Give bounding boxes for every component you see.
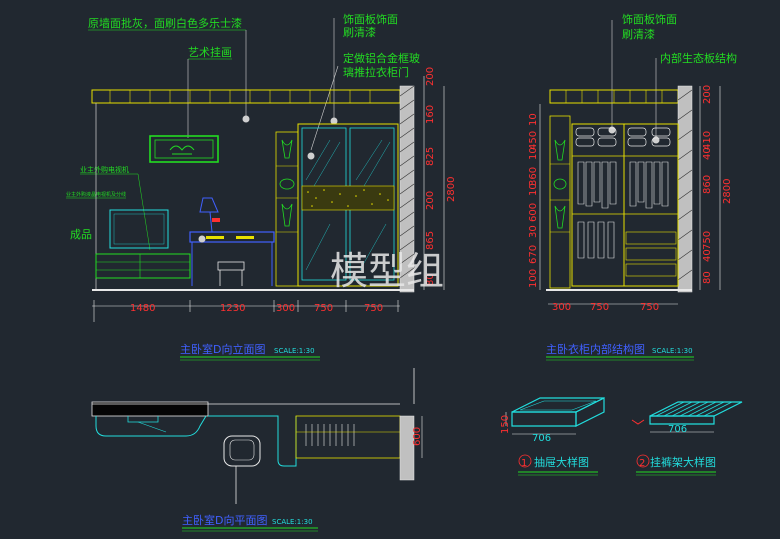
drawer-dim-h: 150 [500,415,511,434]
ward-dim-b0: 300 [552,302,571,313]
ward-dim-r1: 410 [702,131,713,150]
ward-note-paint: 刷清漆 [622,28,655,41]
trouser-rack-detail: 706 2 挂裤架大样图 [631,401,743,476]
scale-plan-d: SCALE:1:30 [272,518,313,526]
plan-chair [223,435,261,467]
ward-dim-l8: 100 [528,269,539,288]
ward-dim-r4: 2800 [722,179,733,204]
watermark-text: 模型组 [330,249,444,293]
wardrobe-body [571,123,679,287]
elevation-d: 原墙面批灰，面刷白色多乐士漆 艺术挂画 饰面板饰面 刷清漆 定做铝合金框玻 璃推… [66,12,457,361]
dim-b0: 1480 [130,303,155,314]
drawer-num: 1 [521,458,527,469]
dim-r2: 2800 [446,177,457,202]
note-clear-paint: 刷清漆 [343,26,376,39]
dim-r7: 80 [425,273,436,286]
title-rack: 挂裤架大样图 [650,455,716,469]
ward-dim-l4: 10 [528,183,539,196]
note-decor: 成品 [70,228,92,241]
plan-wall [91,401,209,417]
ward-note-panel: 饰面板饰面 [622,12,677,26]
chair [217,261,245,271]
rack-num: 2 [639,458,645,469]
dim-b3: 750 [314,303,333,314]
ward-dim-l6: 30 [528,225,539,238]
note-wall-finish: 原墙面批灰，面刷白色多乐士漆 [88,16,242,30]
art-painting [149,135,219,163]
title-wardrobe: 主卧衣柜内部结构图 [546,342,645,356]
ward-dim-l5: 600 [528,203,539,222]
note-sliding-door: 定做铝合金框玻 [343,51,420,65]
ward-dim-r0: 200 [702,85,713,104]
ward-dim-r5: 750 [702,231,713,250]
note-panel-finish: 饰面板饰面 [343,12,398,26]
tv-cabinet [95,253,191,279]
note-art-painting: 艺术挂画 [188,45,232,59]
ward-note-eco: 内部生态板结构 [660,51,737,65]
ward-dim-r3: 860 [702,175,713,194]
ward-dim-l0: 10 [528,113,539,126]
dim-b4: 750 [364,303,383,314]
dim-r1: 825 [425,147,436,166]
note-tv: 业主外购电视机 [80,165,129,174]
wardrobe-sliding-doors [297,123,399,287]
note-sliding-door-2: 璃推拉衣柜门 [343,65,409,79]
ward-dim-l2: 10 [528,147,539,160]
drawer-detail: 706 150 1 抽屉大样图 [500,397,605,476]
rack-dim-w: 706 [668,424,687,435]
ward-dim-l1: 450 [528,131,539,150]
desk-lamp [199,197,219,213]
tv [109,209,169,249]
ward-dim-l3: 360 [528,167,539,186]
desk [189,231,275,243]
dim-r0: 200 [425,67,436,86]
ward-dim-b2: 750 [640,302,659,313]
dim-b1: 1230 [220,303,245,314]
scale-elevation-d: SCALE:1:30 [274,347,315,355]
ward-dim-r7: 80 [702,271,713,284]
title-plan-d: 主卧室D向平面图 [182,513,267,527]
plan-d: 600 主卧室D向平面图 SCALE:1:30 [91,368,423,532]
dim-r5: 160 [425,105,436,124]
wardrobe-interior: 饰面板饰面 刷清漆 内部生态板结构 [528,12,737,361]
title-elevation-d: 主卧室D向立面图 [180,342,265,356]
drawer-dim-w: 706 [532,433,551,444]
title-drawer: 抽屉大样图 [534,455,589,469]
dim-r3: 865 [425,231,436,250]
ward-dim-r2: 40 [702,147,713,160]
ward-dim-b1: 750 [590,302,609,313]
dim-b2: 300 [276,303,295,314]
scale-wardrobe: SCALE:1:30 [652,347,693,355]
ward-dim-l7: 670 [528,245,539,264]
ward-dim-r6: 40 [702,249,713,262]
dim-r4: 200 [425,191,436,210]
plan-dim: 600 [412,427,423,446]
